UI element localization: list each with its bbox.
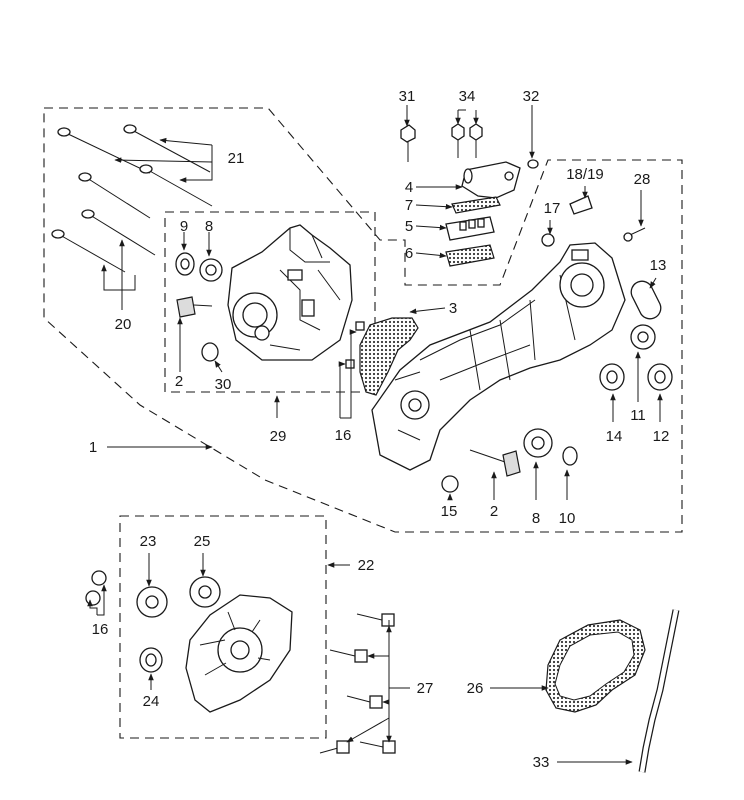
crankcase-gasket	[359, 317, 419, 396]
callout-label: 11	[630, 407, 646, 424]
callout-label: 6	[405, 245, 413, 262]
callout-label: 22	[358, 557, 375, 574]
left-crankcase-half	[227, 224, 353, 361]
callout-label: 10	[559, 510, 576, 527]
drain-hose-inner	[639, 609, 679, 773]
callout-label: 18/19	[566, 166, 604, 183]
callout-label: 9	[180, 218, 188, 235]
right-crankcase-half	[371, 242, 626, 471]
group-outline-crankcase-cover	[119, 515, 327, 739]
through-bolts	[51, 124, 213, 273]
callout-label: 34	[459, 88, 476, 105]
callout-label: 5	[405, 218, 413, 235]
leader-lines	[87, 105, 663, 765]
callout-label: 20	[115, 316, 132, 333]
callout-label: 7	[405, 197, 413, 214]
callout-labels: 1 2 2 3 4 5 6 7 8 8 9 10 11 12 13 14 15 …	[89, 88, 670, 771]
group-outline-left-crankcase	[164, 211, 376, 393]
callout-label: 13	[650, 257, 667, 274]
callout-label: 21	[228, 150, 245, 167]
callout-label: 25	[194, 533, 211, 550]
callout-label: 28	[634, 171, 651, 188]
callout-label: 14	[606, 428, 623, 445]
callout-label: 8	[532, 510, 540, 527]
callout-label: 3	[449, 300, 457, 317]
callout-label: 8	[205, 218, 213, 235]
callout-label: 29	[270, 428, 287, 445]
callout-label: 16	[92, 621, 109, 638]
cover-screws	[319, 613, 396, 754]
cover-gasket-inner	[554, 631, 635, 701]
right-crankcase-bearings	[345, 195, 673, 493]
callout-label: 31	[399, 88, 416, 105]
callout-label: 15	[441, 503, 458, 520]
callout-label: 32	[523, 88, 540, 105]
callout-label: 27	[417, 680, 434, 697]
callout-label: 26	[467, 680, 484, 697]
callout-label: 30	[215, 376, 232, 393]
callout-label: 12	[653, 428, 670, 445]
callout-label: 2	[175, 373, 183, 390]
top-screws	[400, 123, 539, 169]
crankcase-cover	[185, 594, 293, 713]
left-crankcase-bearings	[175, 252, 223, 362]
callout-label: 24	[143, 693, 160, 710]
callout-label: 33	[533, 754, 550, 771]
callout-label: 23	[140, 533, 157, 550]
callout-label: 2	[490, 503, 498, 520]
reed-valve-assembly	[445, 161, 521, 267]
cover-bearings	[85, 570, 221, 673]
callout-label: 1	[89, 439, 97, 456]
callout-label: 16	[335, 427, 352, 444]
callout-label: 17	[544, 200, 561, 217]
callout-label: 4	[405, 179, 413, 196]
